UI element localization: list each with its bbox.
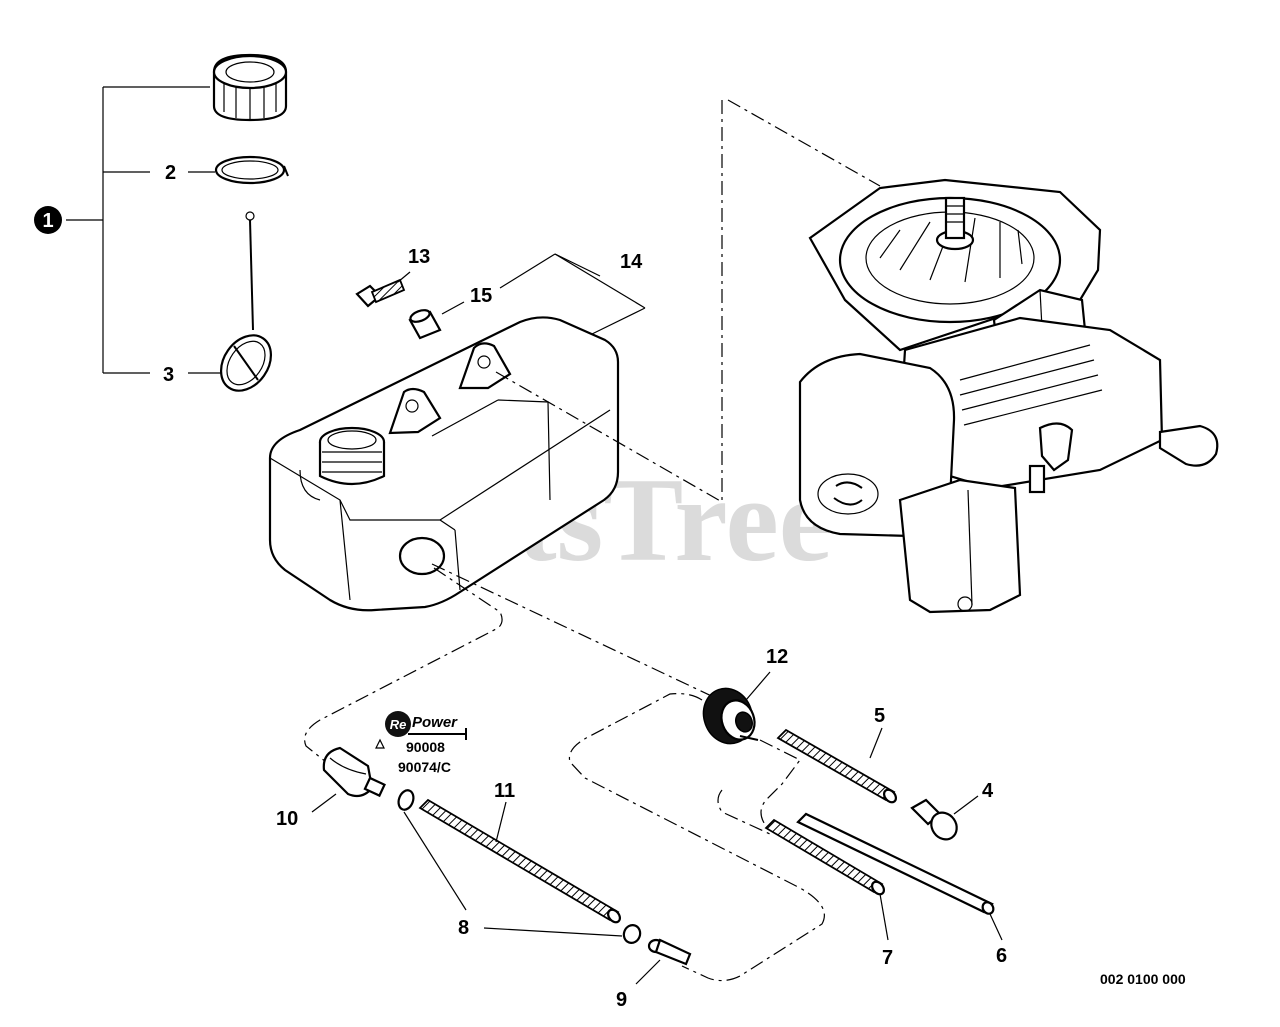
- leader-11: [495, 801, 507, 843]
- callout-2[interactable]: 2: [165, 162, 176, 184]
- leader-4: [953, 795, 979, 815]
- callout-5[interactable]: 5: [874, 705, 885, 727]
- bolt: [355, 278, 406, 308]
- o-ring-bottom: [622, 924, 642, 944]
- leader-12: [745, 671, 771, 701]
- cap-retainer: [219, 211, 273, 392]
- leader-6: [989, 913, 1003, 941]
- callout-8[interactable]: 8: [458, 917, 469, 939]
- connector-9: [647, 938, 692, 966]
- leader-7: [879, 893, 889, 941]
- callout-15[interactable]: 15: [470, 285, 492, 307]
- guide-line: [727, 99, 881, 187]
- repower-code-1: 90008: [406, 739, 445, 755]
- callout-9[interactable]: 9: [616, 989, 627, 1011]
- leader-8a: [403, 811, 467, 911]
- callout-1[interactable]: 1: [34, 206, 62, 234]
- leader-8b: [483, 927, 623, 937]
- callout-7[interactable]: 7: [882, 947, 893, 969]
- leader-9: [635, 959, 661, 985]
- cap-gasket: [214, 155, 289, 185]
- guide-line: [759, 739, 801, 837]
- callout-4[interactable]: 4: [982, 780, 994, 802]
- guide-line: [568, 693, 825, 982]
- assembly-bracket: [66, 86, 222, 374]
- fitting-4: [910, 798, 958, 841]
- guide-line: [495, 371, 723, 503]
- callout-10[interactable]: 10: [276, 808, 298, 830]
- grommet: [702, 687, 759, 745]
- callout-13[interactable]: 13: [408, 246, 430, 268]
- fuel-filter: [322, 746, 386, 798]
- o-ring-top: [397, 789, 415, 811]
- repower-logo: Power: [412, 714, 458, 731]
- callout-11[interactable]: 11: [494, 780, 515, 802]
- collar: [408, 309, 442, 340]
- guide-line: [304, 567, 503, 771]
- leader-5: [869, 727, 883, 759]
- callout-6[interactable]: 6: [996, 945, 1007, 967]
- repower-prefix: Re: [390, 717, 407, 732]
- drawing-number: 002 0100 000: [1100, 971, 1186, 987]
- leader-14: [499, 253, 646, 335]
- guide-line: [717, 789, 771, 835]
- leader-13: [397, 271, 411, 283]
- fuel-tank: [268, 316, 620, 612]
- svg-text:1: 1: [42, 210, 53, 232]
- fuel-cap: [212, 53, 288, 122]
- repower-badge: Re Power: [375, 711, 467, 749]
- callout-3[interactable]: 3: [163, 364, 174, 386]
- leader-15: [441, 301, 465, 315]
- hose-11: [418, 798, 620, 922]
- callout-12[interactable]: 12: [766, 646, 788, 668]
- repower-code-2: 90074/C: [398, 759, 451, 775]
- callout-14[interactable]: 14: [620, 251, 643, 273]
- engine-assembly: [798, 178, 1219, 614]
- leader-10: [311, 793, 337, 813]
